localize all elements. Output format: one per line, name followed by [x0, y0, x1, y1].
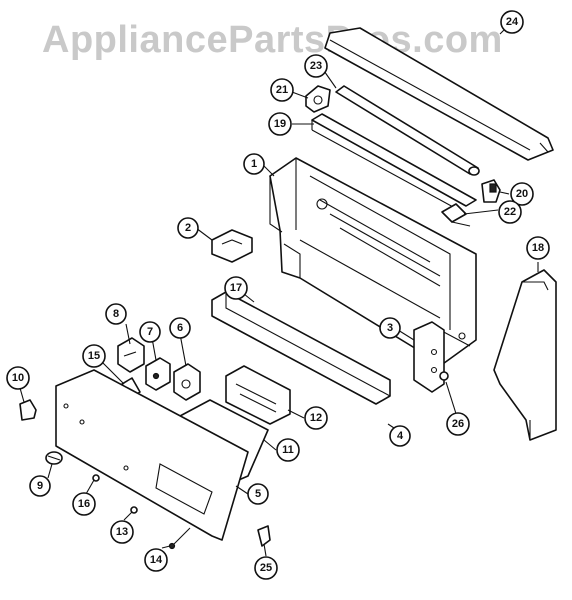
callout-20-label: 20 [516, 188, 528, 200]
callout-16: 16 [72, 492, 96, 516]
callout-14-label: 14 [150, 554, 163, 566]
part-22-cylinder [441, 203, 471, 227]
callout-1: 1 [243, 153, 265, 175]
callout-22: 22 [498, 200, 522, 224]
part-13-button [130, 506, 138, 514]
callout-24: 24 [500, 10, 524, 34]
callout-24-label: 24 [506, 16, 519, 28]
part-12-display-module [225, 365, 291, 425]
part-1-main-frame [269, 157, 477, 367]
part-10-switch-cap [19, 399, 37, 421]
callout-10-label: 10 [12, 372, 24, 384]
part-20-end-cap [481, 179, 501, 203]
callout-25: 25 [254, 556, 278, 580]
part-7-switch [145, 357, 171, 391]
callout-3: 3 [379, 317, 401, 339]
callout-17-label: 17 [230, 282, 242, 294]
callout-6: 6 [169, 317, 191, 339]
part-2-switch-block [211, 229, 253, 263]
callout-9: 9 [29, 475, 51, 497]
callout-21-label: 21 [276, 84, 288, 96]
callout-3-label: 3 [387, 322, 393, 334]
callout-12-label: 12 [310, 412, 322, 424]
part-3-right-bracket [413, 321, 445, 393]
callout-25-label: 25 [260, 562, 272, 574]
part-19-channel [311, 113, 477, 215]
part-14-pin [168, 527, 191, 550]
callout-18: 18 [526, 236, 550, 260]
callout-6-label: 6 [177, 322, 183, 334]
callout-4-label: 4 [397, 430, 404, 442]
callout-26: 26 [446, 412, 470, 436]
callout-23-label: 23 [310, 60, 322, 72]
part-24-top-trim [324, 27, 554, 161]
part-5-front-panel [55, 369, 249, 541]
callout-14: 14 [144, 548, 168, 572]
callout-7: 7 [139, 321, 161, 343]
callout-2-label: 2 [185, 222, 191, 234]
part-21-end-bracket [305, 85, 331, 113]
part-25-clip [257, 525, 271, 547]
part-18-side-cap [493, 269, 557, 441]
callout-23: 23 [304, 54, 328, 78]
callout-26-label: 26 [452, 418, 464, 430]
callout-11: 11 [276, 438, 300, 462]
callout-18-label: 18 [532, 242, 544, 254]
callout-15-label: 15 [88, 350, 100, 362]
callout-2: 2 [177, 217, 199, 239]
callout-12: 12 [304, 406, 328, 430]
callout-13: 13 [110, 520, 134, 544]
part-26-screw [439, 371, 449, 381]
callout-5: 5 [247, 483, 269, 505]
part-9-knob [45, 451, 63, 465]
callout-15: 15 [82, 344, 106, 368]
part-6-switch [173, 363, 201, 401]
part-8-switch [117, 337, 145, 373]
callout-13-label: 13 [116, 526, 128, 538]
callout-11-label: 11 [282, 444, 294, 456]
callout-22-label: 22 [504, 206, 516, 218]
callout-5-label: 5 [255, 488, 261, 500]
callout-19: 19 [268, 112, 292, 136]
callout-8: 8 [105, 303, 127, 325]
callout-16-label: 16 [78, 498, 90, 510]
callout-19-label: 19 [274, 118, 286, 130]
callout-9-label: 9 [37, 480, 43, 492]
watermark-text: AppliancePartsPros.com [42, 19, 503, 61]
callout-10: 10 [6, 366, 30, 390]
callout-7-label: 7 [147, 326, 153, 338]
callout-17: 17 [224, 276, 248, 300]
part-16-button [92, 474, 100, 482]
callout-1-label: 1 [251, 158, 257, 170]
callout-21: 21 [270, 78, 294, 102]
part-23-rod [335, 85, 480, 176]
callout-8-label: 8 [113, 308, 119, 320]
callout-4: 4 [389, 425, 411, 447]
callout-20: 20 [510, 182, 534, 206]
